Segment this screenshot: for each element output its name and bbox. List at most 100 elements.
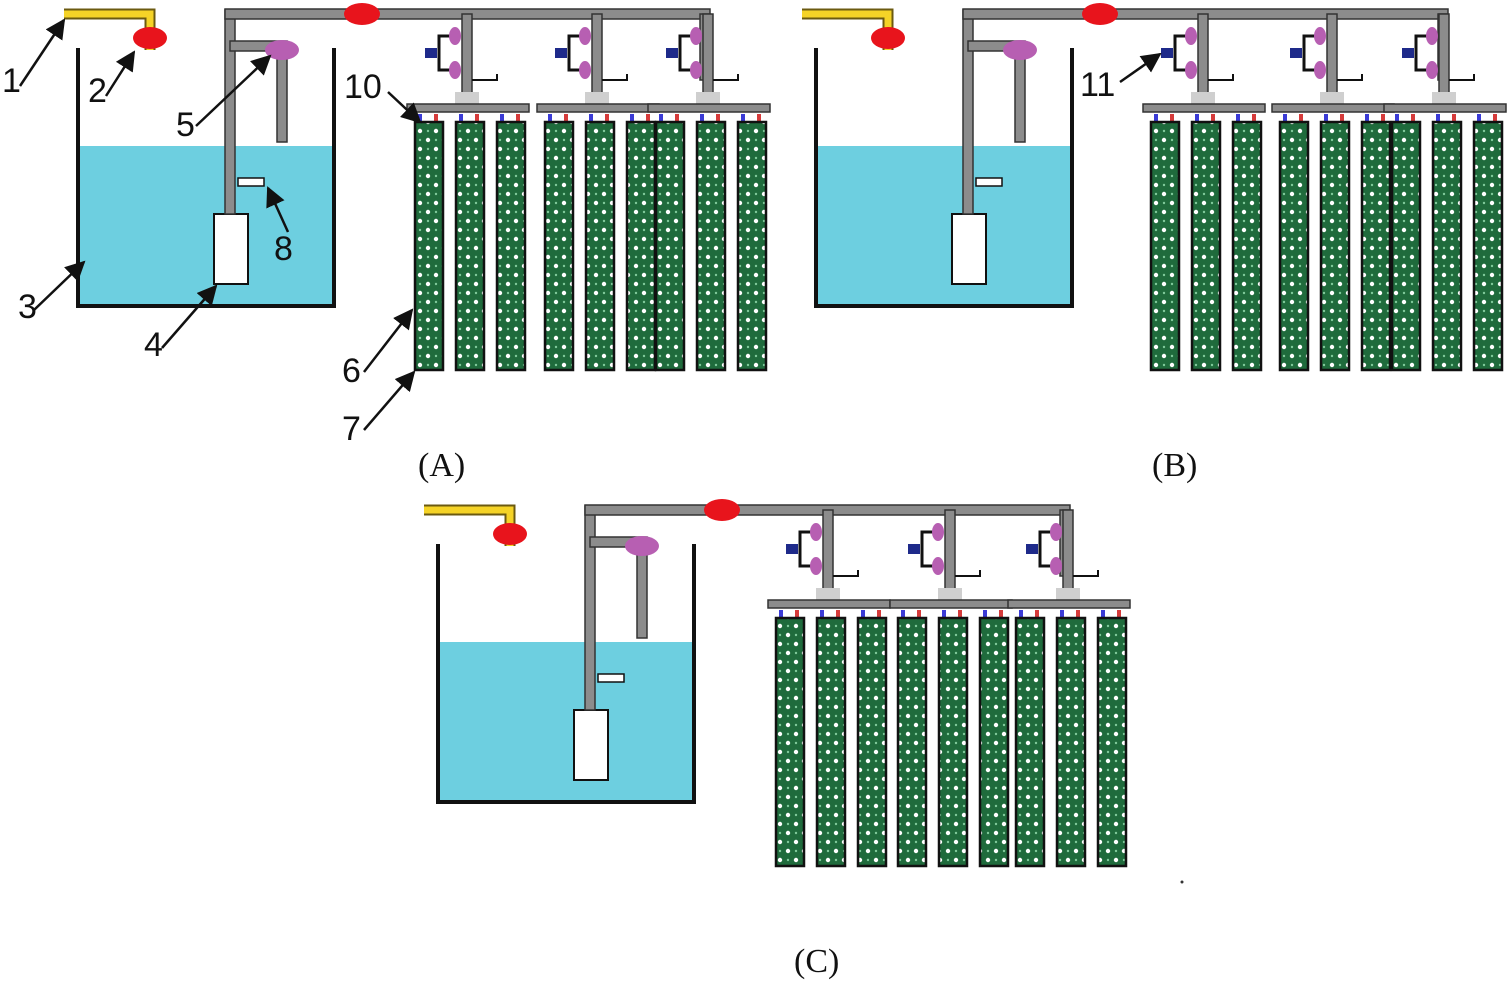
- column-icon: [454, 120, 486, 372]
- nozzle-icon: [716, 114, 720, 121]
- nozzle-icon: [942, 610, 946, 617]
- nozzle-icon: [958, 610, 962, 617]
- callout-number-7: 7: [342, 410, 361, 448]
- regulator-bracket: [1302, 34, 1322, 72]
- column-icon: [1360, 120, 1392, 372]
- blue-knob-icon: [1290, 48, 1302, 58]
- branch-group-3: [647, 13, 771, 372]
- column-icon: [1431, 120, 1463, 372]
- gauge-icon: [472, 74, 498, 81]
- callout-11: 11: [1080, 52, 1162, 104]
- nozzle-icon: [1365, 114, 1369, 121]
- purple-valve-icon: [1185, 61, 1197, 79]
- gauge-icon: [955, 570, 981, 577]
- column-icon: [1278, 120, 1310, 372]
- callout-arrow: [104, 50, 136, 97]
- purple-valve-icon: [932, 557, 944, 575]
- panel-c: [424, 499, 1131, 868]
- stray-dot: [1180, 880, 1184, 884]
- nozzle-icon: [700, 114, 704, 121]
- branch-group-2: [889, 509, 1013, 868]
- nozzle-icon: [877, 610, 881, 617]
- coupler-icon: [455, 92, 479, 104]
- branch-group-3: [1007, 509, 1131, 868]
- purple-valve-icon: [1050, 557, 1062, 575]
- purple-valve-icon: [690, 61, 702, 79]
- column-icon: [413, 120, 445, 372]
- purple-valve-icon: [1314, 61, 1326, 79]
- callout-1: 1: [2, 18, 66, 100]
- nozzle-icon: [1236, 114, 1240, 121]
- blue-knob-icon: [1026, 544, 1038, 554]
- callout-arrow: [18, 18, 66, 87]
- nozzle-icon: [646, 114, 650, 121]
- callout-3: 3: [18, 260, 86, 326]
- coupler-icon: [696, 92, 720, 104]
- coupler-icon: [1191, 92, 1215, 104]
- branch-group-1: [406, 13, 530, 372]
- nozzle-icon: [1381, 114, 1385, 121]
- manifold-icon: [406, 103, 530, 113]
- nozzle-icon: [1340, 114, 1344, 121]
- branch-drop-pipe: [822, 509, 834, 597]
- pump-icon: [213, 213, 249, 285]
- water-body: [80, 146, 332, 304]
- nozzle-icon: [999, 610, 1003, 617]
- column-icon: [815, 616, 847, 868]
- column-icon: [1014, 616, 1046, 868]
- purple-valve-icon: [579, 61, 591, 79]
- column-icon: [1231, 120, 1263, 372]
- nozzle-icon: [1019, 610, 1023, 617]
- callout-7: 7: [342, 370, 416, 448]
- nozzle-icon: [659, 114, 663, 121]
- purple-valve-icon: [265, 40, 299, 60]
- nozzle-icon: [1170, 114, 1174, 121]
- callout-arrow: [363, 370, 416, 431]
- gauge-icon: [1337, 74, 1363, 81]
- column-icon: [774, 616, 806, 868]
- manifold-icon: [1383, 103, 1507, 113]
- nozzle-icon: [901, 610, 905, 617]
- manifold-icon: [1271, 103, 1395, 113]
- callout-arrow: [363, 308, 414, 373]
- regulator-bracket: [678, 34, 698, 72]
- callout-arrow: [161, 284, 218, 349]
- branch-drop-pipe: [1197, 13, 1209, 101]
- red-valve-icon: [133, 27, 167, 49]
- panel-label-a: (A): [418, 447, 465, 484]
- coupler-icon: [938, 588, 962, 600]
- callout-6: 6: [342, 308, 414, 390]
- nozzle-icon: [434, 114, 438, 121]
- manifold-icon: [767, 599, 891, 609]
- red-valve-icon: [1082, 3, 1118, 25]
- callout-8: 8: [266, 186, 293, 268]
- nozzle-icon: [1283, 114, 1287, 121]
- purple-valve-icon: [579, 27, 591, 45]
- panel-label-c: (C): [794, 943, 839, 980]
- nozzle-icon: [1101, 610, 1105, 617]
- manifold-icon: [536, 103, 660, 113]
- callout-number-1: 1: [2, 62, 21, 100]
- blue-knob-icon: [786, 544, 798, 554]
- column-icon: [736, 120, 768, 372]
- column-icon: [625, 120, 657, 372]
- callout-number-10: 10: [344, 68, 382, 106]
- nozzle-icon: [1117, 610, 1121, 617]
- nozzle-icon: [1211, 114, 1215, 121]
- callout-10: 10: [344, 68, 422, 124]
- branch-drop-pipe: [1326, 13, 1338, 101]
- coupler-icon: [1432, 92, 1456, 104]
- column-icon: [695, 120, 727, 372]
- sensor-icon: [237, 177, 265, 187]
- blue-knob-icon: [666, 48, 678, 58]
- column-icon: [1472, 120, 1504, 372]
- nozzle-icon: [1154, 114, 1158, 121]
- nozzle-icon: [500, 114, 504, 121]
- branch-group-1: [767, 509, 891, 868]
- purple-valve-icon: [932, 523, 944, 541]
- nozzle-icon: [1477, 114, 1481, 121]
- nozzle-icon: [1299, 114, 1303, 121]
- nozzle-icon: [1076, 610, 1080, 617]
- nozzle-icon: [475, 114, 479, 121]
